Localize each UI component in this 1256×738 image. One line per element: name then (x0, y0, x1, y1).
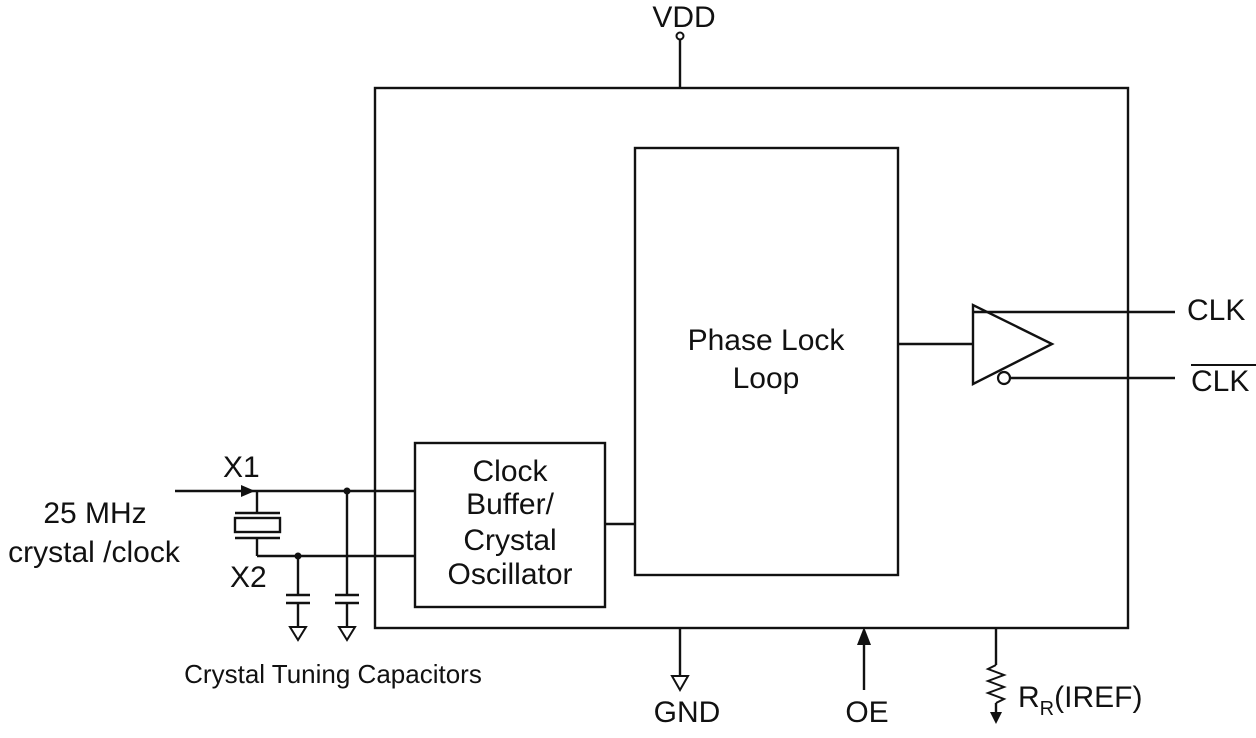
cap2-ground-icon (337, 626, 357, 642)
input-label-line2: crystal /clock (8, 536, 181, 569)
osc-label-line4: Oscillator (447, 558, 572, 591)
x2-label: X2 (230, 561, 267, 594)
osc-label-line3: Crystal (463, 524, 556, 557)
cap1-ground-icon (288, 626, 308, 642)
rr-label: RR(IREF) (1018, 681, 1142, 720)
output-buffer-icon (971, 303, 1055, 386)
osc-label-line2: Buffer/ (466, 488, 554, 521)
rr-label-main: R (1018, 681, 1040, 714)
pll-label-line1: Phase Lock (688, 324, 846, 357)
oe-label: OE (845, 696, 888, 729)
tuning-capacitors-caption: Crystal Tuning Capacitors (184, 659, 482, 689)
vdd-label: VDD (652, 1, 715, 34)
oe-arrow-icon (857, 627, 871, 645)
input-label-line1: 25 MHz (43, 497, 146, 530)
pll-label-line2: Loop (733, 362, 800, 395)
clk-bar-label: CLK (1191, 365, 1249, 398)
pll-block (633, 146, 900, 577)
rr-arrow-icon (990, 712, 1002, 724)
gnd-ground-icon (670, 675, 690, 693)
gnd-label: GND (654, 696, 721, 729)
rr-label-subscript: R (1040, 698, 1054, 720)
rr-label-suffix: (IREF) (1054, 681, 1142, 714)
inverter-bubble-icon (996, 370, 1012, 386)
vdd-pin-dot (675, 31, 685, 41)
crystal-icon (233, 516, 282, 534)
osc-label-line1: Clock (472, 455, 548, 488)
resistor-icon (985, 664, 1007, 704)
x1-label: X1 (223, 451, 260, 484)
clk-label: CLK (1187, 294, 1245, 327)
x1-arrow-icon (241, 485, 255, 497)
oscillator-block (413, 441, 607, 609)
